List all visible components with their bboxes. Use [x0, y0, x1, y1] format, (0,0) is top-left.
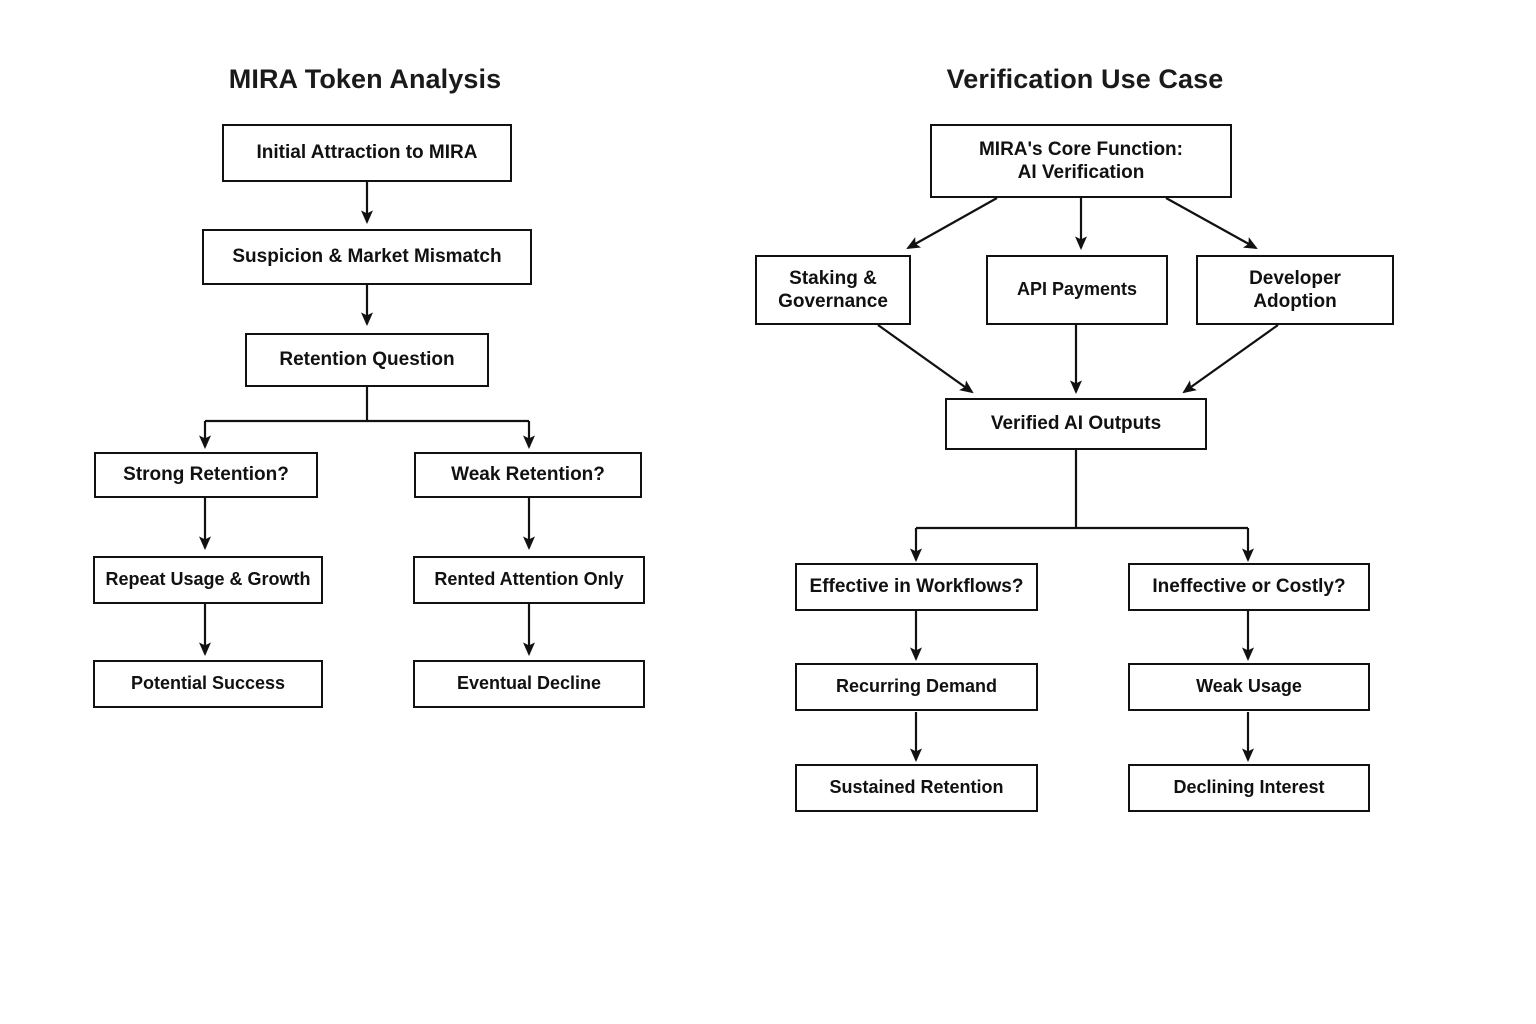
node-retention-question[interactable]: Retention Question — [245, 333, 489, 387]
edge-developer-to-verified — [1182, 324, 1279, 394]
node-sustained-retention[interactable]: Sustained Retention — [795, 764, 1038, 812]
node-label: MIRA's Core Function: AI Verification — [978, 138, 1183, 183]
node-label: Weak Retention? — [451, 464, 605, 486]
node-label: Developer Adoption — [1249, 267, 1341, 312]
diagram-title-verification-use-case: Verification Use Case — [946, 64, 1224, 94]
node-strong-retention[interactable]: Strong Retention? — [94, 452, 318, 498]
node-label: Declining Interest — [1173, 777, 1325, 798]
node-label: Effective in Workflows? — [809, 576, 1024, 598]
node-label: Potential Success — [130, 673, 286, 694]
node-label: Weak Usage — [1196, 676, 1302, 697]
node-label: Eventual Decline — [456, 673, 602, 694]
node-label: Staking & Governance — [778, 267, 888, 312]
node-core-function[interactable]: MIRA's Core Function: AI Verification — [930, 124, 1232, 198]
node-eventual-decline[interactable]: Eventual Decline — [413, 660, 645, 708]
node-label: Ineffective or Costly? — [1152, 576, 1346, 598]
node-label: Verified AI Outputs — [990, 413, 1162, 435]
node-recurring-demand[interactable]: Recurring Demand — [795, 663, 1038, 711]
node-label: Recurring Demand — [835, 676, 998, 697]
node-initial-attraction[interactable]: Initial Attraction to MIRA — [222, 124, 512, 182]
node-verified-ai-outputs[interactable]: Verified AI Outputs — [945, 398, 1207, 450]
node-label: Suspicion & Market Mismatch — [232, 246, 502, 268]
node-suspicion-mismatch[interactable]: Suspicion & Market Mismatch — [202, 229, 532, 285]
diagram-title-mira-token-analysis: MIRA Token Analysis — [228, 64, 502, 94]
node-api-payments[interactable]: API Payments — [986, 255, 1168, 325]
node-label: Rented Attention Only — [434, 569, 624, 590]
edge-core-to-developer — [1165, 197, 1258, 249]
node-developer-adoption[interactable]: Developer Adoption — [1196, 255, 1394, 325]
node-ineffective-costly[interactable]: Ineffective or Costly? — [1128, 563, 1370, 611]
node-weak-usage[interactable]: Weak Usage — [1128, 663, 1370, 711]
node-effective-workflows[interactable]: Effective in Workflows? — [795, 563, 1038, 611]
node-potential-success[interactable]: Potential Success — [93, 660, 323, 708]
node-repeat-usage-growth[interactable]: Repeat Usage & Growth — [93, 556, 323, 604]
edge-staking-to-verified — [877, 324, 974, 394]
node-rented-attention-only[interactable]: Rented Attention Only — [413, 556, 645, 604]
node-label: Initial Attraction to MIRA — [256, 142, 478, 164]
node-label: API Payments — [1016, 279, 1138, 300]
edge-core-to-staking — [906, 197, 998, 250]
node-label: Sustained Retention — [829, 777, 1004, 798]
node-staking-governance[interactable]: Staking & Governance — [755, 255, 911, 325]
node-label: Repeat Usage & Growth — [105, 569, 311, 590]
node-label: Retention Question — [279, 349, 455, 371]
node-weak-retention[interactable]: Weak Retention? — [414, 452, 642, 498]
node-declining-interest[interactable]: Declining Interest — [1128, 764, 1370, 812]
node-label: Strong Retention? — [123, 464, 289, 486]
